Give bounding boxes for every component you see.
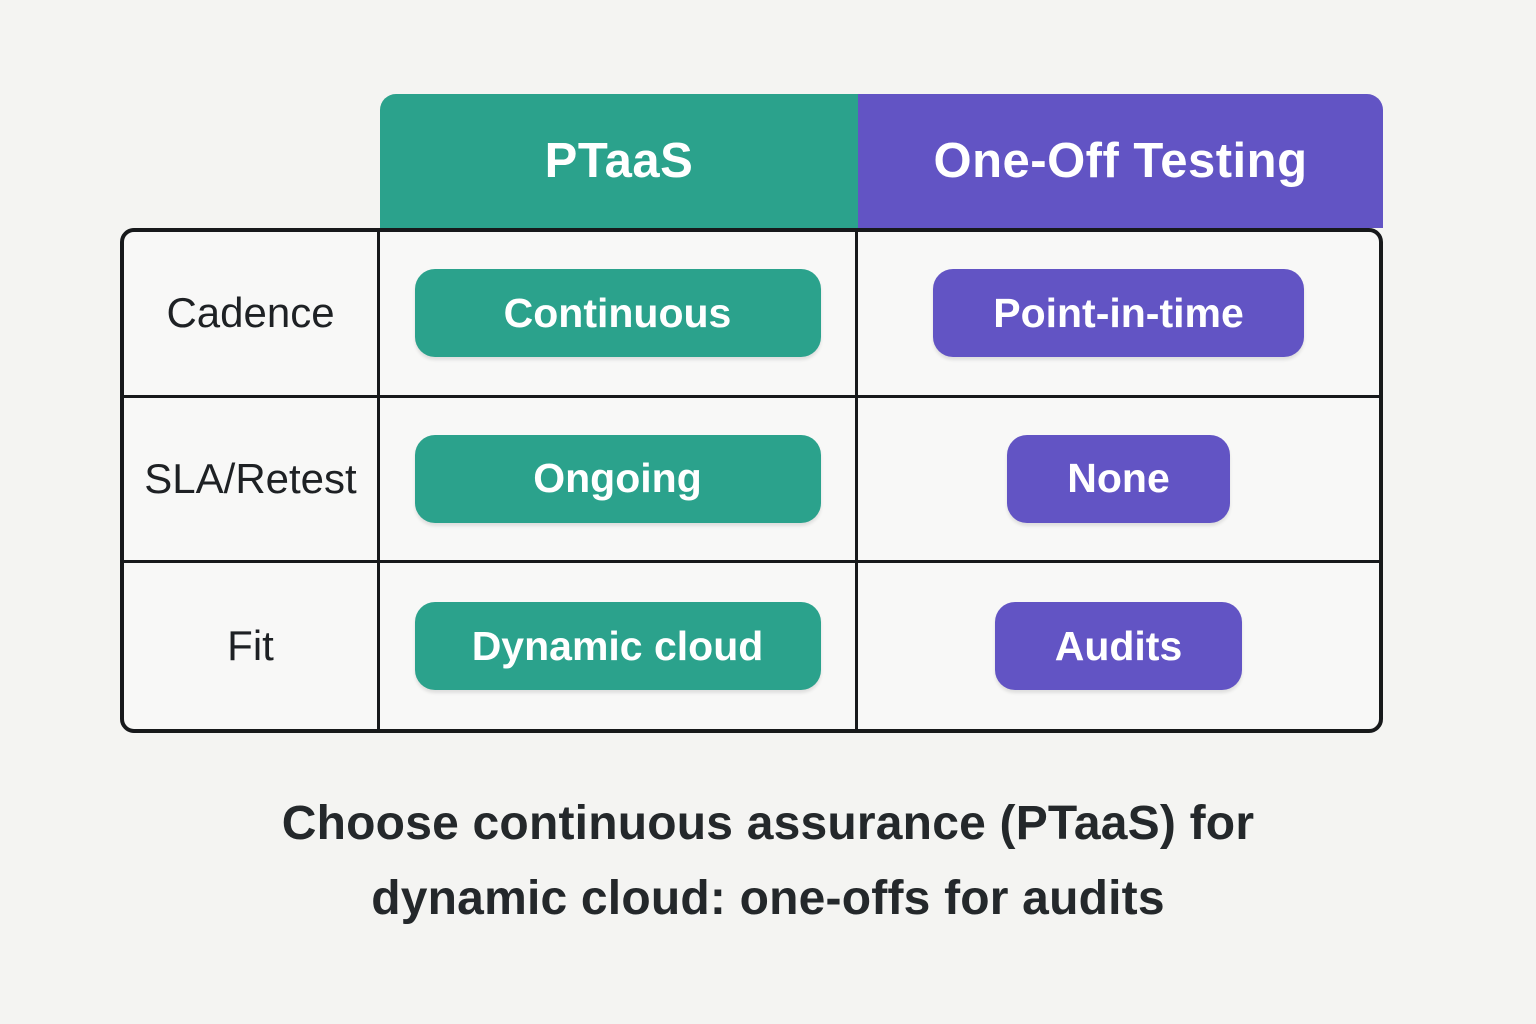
column-header-ptaas-label: PTaaS (544, 134, 694, 188)
caption-line-1: Choose continuous assurance (PTaaS) for (281, 797, 1255, 850)
badge-dynamic-cloud: Dynamic cloud (414, 602, 821, 691)
caption: Choose continuous assurance (PTaaS) for … (0, 786, 1536, 937)
row-label-cell-cadence: Cadence (124, 232, 380, 398)
column-header-one-off-testing: One-Off Testing (858, 94, 1383, 228)
cell-fit-ptaas: Dynamic cloud (380, 563, 858, 729)
row-label-cell-sla-retest: SLA/Retest (124, 397, 380, 564)
row-label-sla-retest: SLA/Retest (144, 454, 357, 502)
badge-none: None (1007, 434, 1230, 523)
column-header-ptaas: PTaaS (380, 94, 858, 228)
row-label-fit: Fit (227, 622, 274, 670)
badge-continuous: Continuous (414, 269, 821, 358)
cell-sla-retest-ptaas: Ongoing (380, 397, 858, 564)
row-label-cadence: Cadence (166, 289, 335, 337)
badge-ongoing: Ongoing (414, 434, 821, 523)
caption-line-2: dynamic cloud: one-offs for audits (371, 872, 1165, 926)
cell-cadence-oneoff: Point-in-time (858, 232, 1379, 398)
comparison-table: Cadence Continuous Point-in-time SLA/Ret… (120, 228, 1383, 733)
badge-point-in-time: Point-in-time (933, 269, 1304, 358)
cell-cadence-ptaas: Continuous (380, 232, 858, 398)
row-label-cell-fit: Fit (124, 563, 380, 729)
cell-sla-retest-oneoff: None (858, 398, 1379, 564)
cell-fit-oneoff: Audits (858, 563, 1379, 729)
column-header-one-off-testing-label: One-Off Testing (933, 134, 1308, 188)
badge-audits: Audits (994, 602, 1243, 691)
